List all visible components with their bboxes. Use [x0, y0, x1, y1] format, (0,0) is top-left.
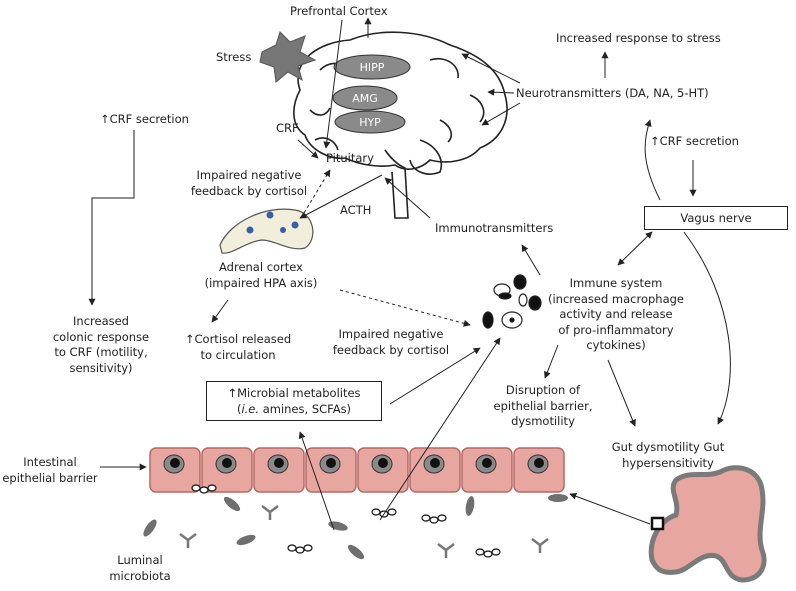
- hyp-region: HYP: [334, 110, 406, 134]
- prefrontal-cortex-label: Prefrontal Cortex: [290, 4, 388, 18]
- left-crf-secretion-label: ↑CRF secretion: [100, 112, 189, 126]
- bacteria-chain-cell: [287, 544, 297, 552]
- stress-label: Stress: [216, 50, 252, 64]
- y-shaped-bacterium: [437, 543, 455, 558]
- immune-system-label: Immune system(increased macrophage activ…: [547, 276, 684, 353]
- rod-bacterium: [143, 519, 157, 537]
- bacteria-chain-cell: [421, 514, 431, 522]
- brain-illustration: [293, 31, 508, 219]
- epithelial-cell: [201, 447, 253, 493]
- stress-star-icon: [259, 31, 317, 83]
- acth-label: ACTH: [340, 203, 372, 217]
- luminal-microbiota-icons: [143, 484, 568, 560]
- epithelial-cell: [357, 447, 409, 493]
- increased-response-label: Increased response to stress: [556, 31, 721, 45]
- adrenal-gland-icon: [219, 208, 314, 254]
- bacteria-chain-cell: [295, 546, 305, 554]
- arrows: [88, 17, 731, 531]
- vagus-nerve-box: Vagus nerve: [644, 206, 788, 230]
- hipp-region: HIPP: [333, 54, 411, 80]
- rod-bacterium: [328, 521, 348, 531]
- hyp-label: HYP: [359, 116, 381, 129]
- hipp-label: HIPP: [360, 61, 385, 74]
- epithelial-barrier: [149, 447, 565, 493]
- epithelial-cell: [305, 447, 357, 493]
- adrenal-cortex-label: Adrenal cortex(impaired HPA axis): [204, 260, 318, 290]
- neurotransmitters-label: Neurotransmitters (DA, NA, 5-HT): [516, 86, 709, 100]
- y-shaped-bacterium: [531, 538, 549, 553]
- bacteria-chain-cell: [191, 484, 201, 492]
- rod-bacterium: [236, 534, 256, 546]
- immune-cells-icon: [482, 274, 542, 329]
- epithelial-cell: [149, 447, 201, 493]
- microbial-metabolites-box: ↑Microbial metabolites (i.e. amines, SCF…: [206, 381, 382, 421]
- epithelial-cell: [461, 447, 513, 493]
- rod-bacterium: [223, 496, 241, 512]
- bacteria-chain-cell: [207, 484, 217, 492]
- bacteria-chain-cell: [303, 544, 313, 552]
- amg-region: AMG: [332, 85, 398, 111]
- epithelial-cell: [253, 447, 305, 493]
- y-shaped-bacterium: [179, 533, 197, 548]
- immunotransmitters-label: Immunotransmitters: [435, 221, 554, 235]
- bacteria-chain-cell: [429, 516, 439, 524]
- bacteria-chain-cell: [199, 486, 209, 494]
- rod-bacterium: [465, 496, 475, 516]
- amg-label: AMG: [352, 92, 378, 105]
- colon-icon: [648, 465, 767, 583]
- bacteria-chain-cell: [387, 508, 397, 516]
- bacteria-chain-cell: [483, 550, 493, 558]
- pituitary-label: Pituitary: [326, 151, 374, 165]
- y-shaped-bacterium: [261, 505, 279, 520]
- bacteria-chain-cell: [475, 548, 485, 556]
- right-crf-secretion-label: ↑CRF secretion: [650, 134, 739, 148]
- bacteria-chain-cell: [491, 548, 501, 556]
- bacteria-chain-cell: [371, 508, 381, 516]
- epithelial-cell: [409, 447, 461, 493]
- rod-bacterium: [347, 544, 365, 560]
- bacteria-chain-cell: [437, 514, 447, 522]
- crf-label: CRF: [276, 121, 299, 135]
- epithelial-cell: [513, 447, 565, 493]
- rod-bacterium: [548, 494, 568, 502]
